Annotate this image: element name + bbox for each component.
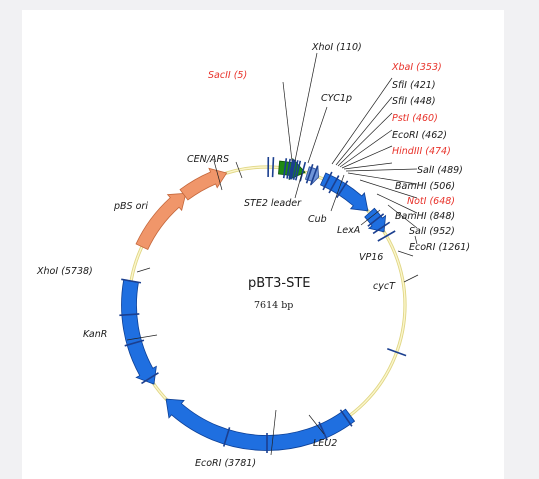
- plasmid-map: XhoI (110) SacII (5) CYC1p XbaI (353) Sf…: [36, 42, 470, 469]
- label-psti-460: PstI (460): [392, 113, 438, 124]
- pbs-ori-feature: [135, 192, 187, 250]
- label-sfii-421: SfiI (421): [392, 80, 436, 91]
- site-tick: [222, 427, 231, 447]
- label-lexa: LexA: [337, 225, 360, 236]
- site-tick: [372, 221, 391, 235]
- lexa-feature: [319, 172, 369, 212]
- label-ecori-462: EcoRI (462): [392, 130, 447, 141]
- label-ste2-leader: STE2 leader: [244, 198, 302, 209]
- label-ecori-3781: EcoRI (3781): [195, 458, 256, 469]
- label-cub: Cub: [308, 214, 327, 225]
- site-tick: [367, 213, 385, 227]
- site-tick: [339, 409, 353, 427]
- label-cen-ars: CEN/ARS: [187, 154, 229, 165]
- label-hindiii-474: HindIII (474): [392, 146, 451, 157]
- leu2-feature: [165, 398, 356, 451]
- site-tick: [286, 158, 291, 179]
- label-cyc1p: CYC1p: [321, 93, 352, 104]
- site-tick: [295, 160, 302, 181]
- site-tick: [387, 348, 407, 357]
- plasmid-map-panel: XhoI (110) SacII (5) CYC1p XbaI (353) Sf…: [22, 10, 504, 479]
- label-ecori-1261: EcoRI (1261): [409, 242, 470, 253]
- site-tick: [336, 180, 349, 199]
- label-noti-648: NotI (648): [407, 196, 455, 207]
- site-ticks: [119, 156, 407, 453]
- label-leu2: LEU2: [313, 438, 337, 449]
- label-xhoi-5738: XhoI (5738): [36, 266, 93, 277]
- label-cyct: cycT: [373, 281, 396, 292]
- label-bamhi-848: BamHI (848): [395, 211, 455, 222]
- label-sacii-5: SacII (5): [208, 70, 247, 81]
- kanr-feature: [121, 279, 157, 385]
- label-sali-489: SalI (489): [417, 165, 463, 176]
- label-kanr: KanR: [83, 329, 107, 340]
- label-xbai-353: XbaI (353): [391, 62, 442, 73]
- site-tick: [121, 278, 142, 284]
- label-vp16: VP16: [359, 252, 383, 263]
- site-tick: [292, 160, 299, 180]
- site-tick: [289, 159, 295, 180]
- site-tick: [141, 372, 159, 385]
- label-bamhi-506: BamHI (506): [395, 181, 455, 192]
- site-tick: [310, 165, 319, 185]
- cen-ars-feature: [179, 167, 228, 201]
- site-tick: [299, 161, 307, 182]
- label-pbs-ori: pBS ori: [113, 201, 148, 212]
- site-tick: [328, 175, 340, 194]
- plasmid-name: pBT3-STE: [248, 276, 310, 291]
- site-tick: [290, 159, 297, 180]
- site-tick: [119, 313, 140, 317]
- label-xhoi-110: XhoI (110): [311, 42, 362, 53]
- site-tick: [318, 421, 328, 441]
- site-tick: [305, 163, 314, 184]
- site-tick: [322, 171, 333, 191]
- site-tick: [288, 159, 294, 180]
- label-sali-952: SalI (952): [409, 226, 455, 237]
- leader-lines: [126, 52, 419, 456]
- site-tick: [271, 157, 275, 178]
- label-sfii-448: SfiI (448): [392, 96, 436, 107]
- site-tick: [124, 339, 145, 347]
- site-tick: [377, 230, 396, 242]
- site-tick: [282, 158, 288, 179]
- plasmid-size: 7614 bp: [254, 300, 293, 311]
